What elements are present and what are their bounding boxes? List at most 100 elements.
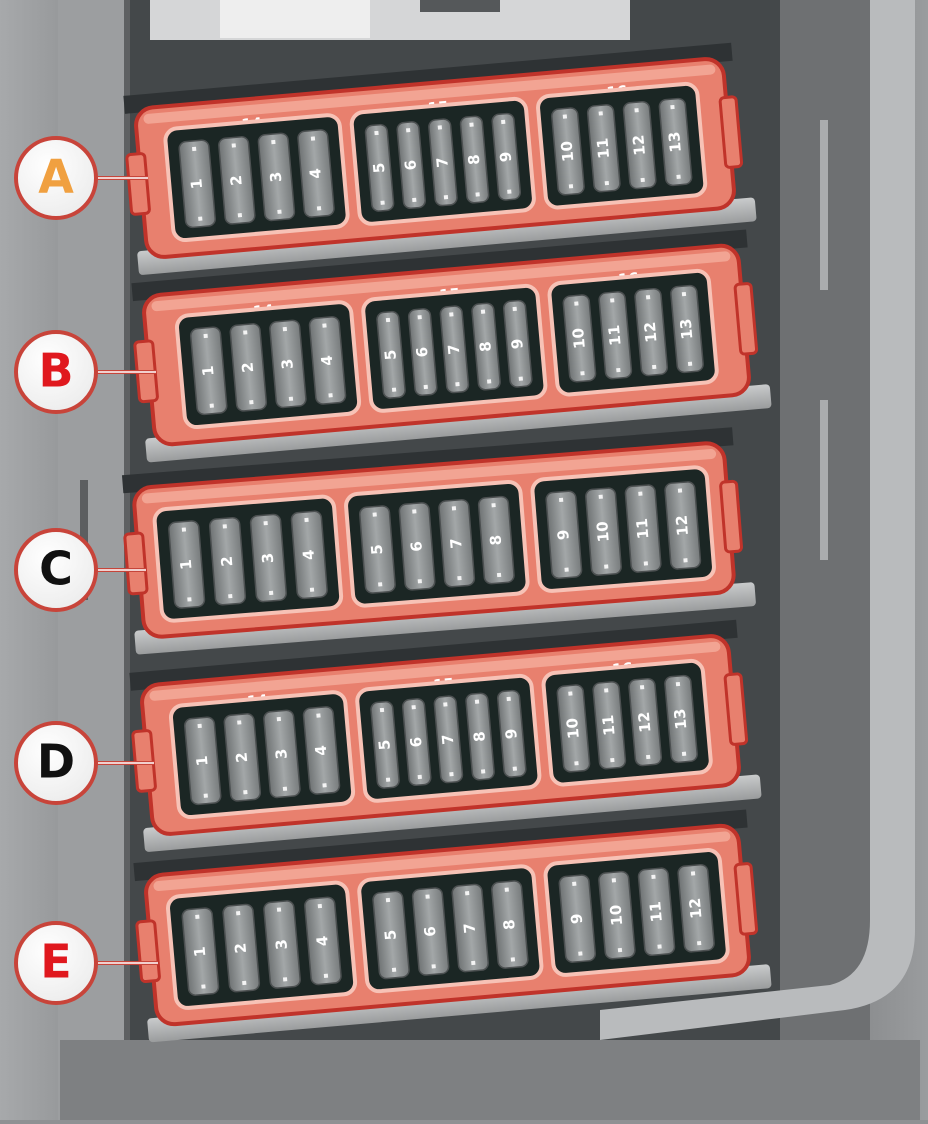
fuse-top-contact (412, 509, 417, 514)
fuse-6: 6 (396, 121, 427, 210)
fuse-number: 3 (266, 171, 285, 183)
fuse-11: 11 (598, 291, 633, 380)
fuse-number: 12 (635, 711, 655, 733)
fuse-number: 9 (496, 151, 515, 163)
fuse-number: 9 (508, 338, 527, 350)
row-letter: A (38, 150, 74, 204)
fuse-bottom-contact (518, 376, 523, 381)
fuse-4: 4 (304, 896, 342, 986)
fuse-9: 9 (496, 689, 527, 778)
fuse-number: 10 (563, 717, 583, 739)
fuse-bottom-contact (316, 206, 322, 211)
blade-fuse-icon (302, 706, 341, 795)
fuse-9: 9 (558, 874, 597, 963)
fuse-top-contact (504, 887, 509, 892)
fuse-number: 1 (199, 365, 218, 377)
fuse-11: 11 (637, 867, 676, 957)
fuse-12: 12 (664, 481, 702, 570)
housing-right-slot (820, 120, 828, 290)
fuse-number: 11 (646, 901, 666, 923)
blade-fuse-icon (658, 97, 693, 187)
fuse-number: 11 (605, 324, 625, 346)
fuse-7: 7 (439, 305, 470, 394)
fuse-top-contact (610, 298, 615, 303)
fuse-top-contact (316, 713, 321, 718)
fuse-number: 7 (438, 733, 457, 745)
blade-fuse-icon (218, 136, 256, 225)
fuse-7: 7 (451, 883, 489, 973)
fuse-3: 3 (269, 319, 307, 409)
fuse-bottom-contact (322, 783, 327, 788)
fuse-holder-left-tab (125, 152, 151, 216)
fuse-number: 8 (486, 534, 505, 546)
fuse-bottom-contact (580, 371, 585, 376)
fuse-top-contact (372, 512, 377, 517)
fuse-number: 6 (413, 346, 432, 358)
fuse-holder-left-tab (131, 729, 157, 793)
fuse-number: 7 (460, 922, 479, 934)
blade-fuse-icon (496, 689, 527, 778)
fuse-number: 4 (318, 354, 337, 366)
blade-fuse-icon (401, 698, 432, 787)
fuse-number: 10 (569, 327, 589, 349)
fuse-number: 12 (686, 897, 706, 919)
fuse-top-contact (425, 894, 430, 899)
blade-fuse-icon (183, 716, 222, 806)
fuse-bottom-contact (475, 192, 480, 197)
fuse-number: 5 (368, 544, 387, 556)
fuse-top-contact (276, 716, 282, 722)
fuse-7: 7 (438, 498, 476, 588)
fuse-8: 8 (459, 115, 490, 204)
fuse-10: 10 (598, 870, 636, 960)
fuse-bottom-contact (378, 582, 383, 587)
fuse-bottom-contact (423, 384, 428, 390)
fuse-number: 9 (567, 913, 586, 925)
blade-fuse-icon (222, 903, 261, 993)
fuse-bottom-contact (201, 984, 206, 989)
fuse-bottom-contact (391, 967, 397, 972)
callout-circle (14, 528, 98, 612)
fuse-top-contact (243, 330, 248, 335)
row-letter: D (37, 735, 75, 789)
fuse-bottom-contact (643, 561, 649, 566)
fuse-11: 11 (592, 681, 627, 770)
fuse-bottom-contact (385, 777, 391, 782)
blade-fuse-icon (585, 487, 622, 576)
fuse-13: 13 (670, 284, 704, 374)
fuse-top-contact (181, 527, 187, 532)
fuse-bottom-contact (243, 790, 248, 795)
row-callout-d: D (14, 721, 154, 805)
fuse-13: 13 (658, 97, 693, 187)
fuse-bottom-contact (282, 977, 288, 982)
row-letter: B (38, 344, 73, 398)
fuse-bottom-contact (486, 379, 492, 384)
fuse-top-contact (506, 696, 511, 702)
fuse-top-contact (195, 914, 200, 919)
blade-fuse-icon (168, 520, 206, 609)
fuse-10: 10 (551, 107, 585, 196)
fuse-bottom-contact (676, 174, 681, 180)
fuse-7: 7 (433, 695, 464, 784)
fuse-bottom-contact (564, 567, 569, 572)
fuse-top-contact (572, 881, 577, 886)
fuse-bottom-contact (309, 587, 315, 592)
fuse-6: 6 (407, 308, 438, 397)
fuse-top-contact (443, 702, 448, 707)
fuse-top-contact (437, 125, 443, 130)
fuse-10: 10 (585, 487, 622, 576)
fuse-12: 12 (622, 100, 657, 190)
fuse-bottom-contact (640, 177, 645, 183)
fuse-7: 7 (428, 118, 458, 207)
blade-fuse-icon (491, 880, 529, 969)
fuse-top-contact (675, 681, 681, 687)
blade-fuse-icon (598, 870, 636, 960)
blade-fuse-icon (290, 510, 328, 600)
fuse-2: 2 (223, 713, 262, 802)
